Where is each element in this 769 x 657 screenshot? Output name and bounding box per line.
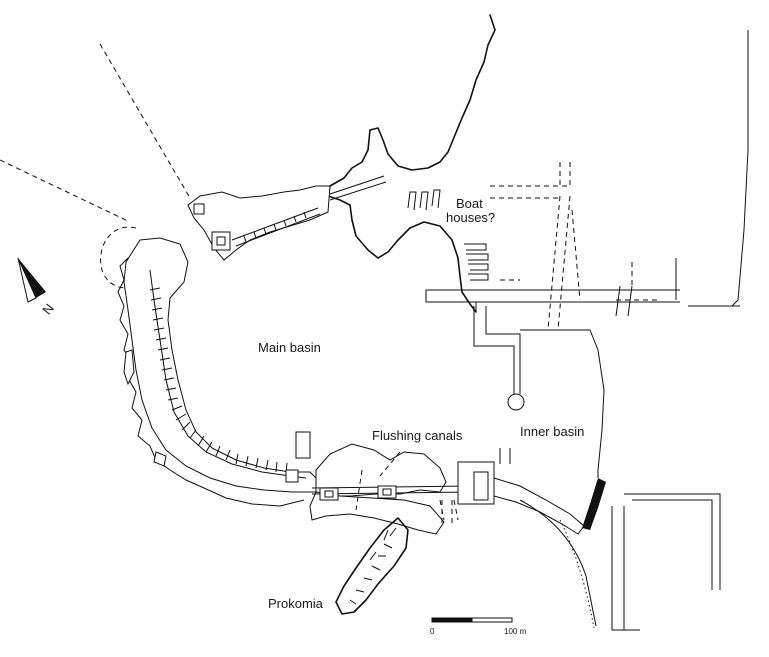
channel-north-2 [485, 306, 521, 394]
canal-sluice-2 [377, 485, 397, 499]
main-mole-quay [149, 269, 307, 479]
scale-bar-end-label: 100 m [504, 627, 527, 636]
inner-basin-gate-block [457, 461, 495, 505]
road-east-1 [615, 285, 621, 317]
inner-basin-dotted [559, 519, 595, 629]
inner-basin-south-shore [519, 499, 597, 627]
mole-casemates [149, 287, 288, 474]
label-inner-basin: Inner basin [520, 424, 584, 439]
mole-bar-2 [329, 181, 387, 201]
road-dashed-2 [557, 195, 571, 331]
road-dashed-1 [547, 195, 561, 331]
flushing-canal-1 [355, 469, 363, 511]
prokomia-island [335, 517, 409, 615]
south-mole-lower [309, 491, 445, 535]
canal-sluice-1-inner [324, 490, 334, 498]
mole-tower-inner [216, 236, 226, 246]
rocks-west [117, 257, 305, 507]
road-east-2 [627, 285, 633, 317]
rock-islet-1 [123, 349, 135, 386]
main-mole-outer [123, 237, 317, 493]
inner-basin-channel [493, 477, 585, 535]
inner-basin-black-wall [582, 478, 606, 530]
east-wall-lower [611, 493, 721, 631]
label-boat-houses-2: houses? [446, 210, 495, 225]
east-wall [731, 30, 749, 307]
scale-bar [431, 617, 513, 623]
mole-bar [329, 175, 385, 195]
dashed-arc-west [100, 226, 137, 289]
north-arrow-icon [17, 257, 46, 303]
inner-basin-outline [520, 329, 605, 478]
channel-end-cistern [507, 393, 525, 411]
rock-islet-2 [153, 451, 167, 467]
road-dashed-7 [571, 209, 581, 301]
boat-houses [407, 189, 489, 281]
label-flushing-canals: Flushing canals [372, 428, 463, 443]
dashed-line-nw-1 [99, 43, 191, 199]
north-arrow-label: N [39, 301, 57, 318]
mole-room [193, 203, 205, 215]
northwest-mole [187, 185, 331, 261]
prokomia-ruins [349, 527, 397, 605]
mole-end-tower [285, 469, 299, 483]
dashed-line-nw-2 [0, 159, 131, 223]
inner-basin-gate-inner [473, 471, 489, 501]
label-main-basin: Main basin [258, 340, 321, 355]
canal-sluice-1 [319, 487, 339, 501]
mole-tower [211, 231, 231, 251]
label-boat-houses-1: Boat [456, 196, 483, 211]
mole-steps [231, 207, 321, 247]
quay-building [295, 431, 311, 459]
coastline-north [327, 14, 496, 313]
channel-north [473, 306, 515, 394]
south-dashed-link [439, 499, 459, 521]
canal-sluice-2-inner [382, 488, 392, 496]
scale-bar-start-label: 0 [430, 627, 435, 636]
label-prokomia: Prokomia [268, 596, 324, 611]
